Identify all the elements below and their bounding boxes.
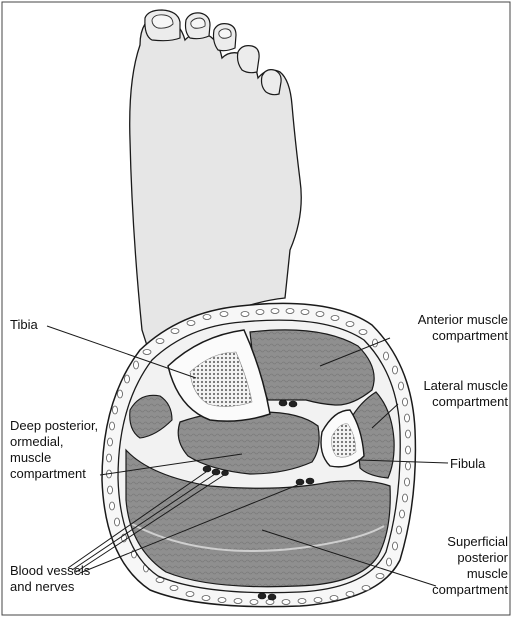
label-line: Lateral muscle <box>385 378 508 394</box>
label-line: compartment <box>405 582 508 598</box>
label-line: Anterior muscle <box>380 312 508 328</box>
label-tibia: Tibia <box>10 317 38 333</box>
label-line: Superficial <box>405 534 508 550</box>
toenail <box>152 15 173 28</box>
leg-cross-section <box>102 303 415 606</box>
label-anterior-compartment: Anterior muscle compartment <box>380 312 508 344</box>
label-line: compartment <box>385 394 508 410</box>
toe-5 <box>262 70 282 95</box>
label-fibula-text: Fibula <box>450 456 485 471</box>
label-blood-vessels: Blood vessels and nerves <box>10 563 120 595</box>
label-fibula: Fibula <box>450 456 485 472</box>
label-superficial-posterior-compartment: Superficial posterior muscle compartment <box>405 534 508 598</box>
label-line: Blood vessels <box>10 563 120 579</box>
label-line: posterior <box>405 550 508 566</box>
label-line: compartment <box>380 328 508 344</box>
label-line: muscle <box>405 566 508 582</box>
label-line: ormedial, <box>10 434 120 450</box>
label-line: muscle <box>10 450 120 466</box>
label-tibia-text: Tibia <box>10 317 38 332</box>
label-line: and nerves <box>10 579 120 595</box>
label-deep-posterior-compartment: Deep posterior, ormedial, muscle compart… <box>10 418 120 482</box>
toenail <box>219 29 231 38</box>
label-line: compartment <box>10 466 120 482</box>
toe-4 <box>238 46 260 73</box>
label-lateral-compartment: Lateral muscle compartment <box>385 378 508 410</box>
toenail <box>191 18 205 28</box>
label-line: Deep posterior, <box>10 418 120 434</box>
